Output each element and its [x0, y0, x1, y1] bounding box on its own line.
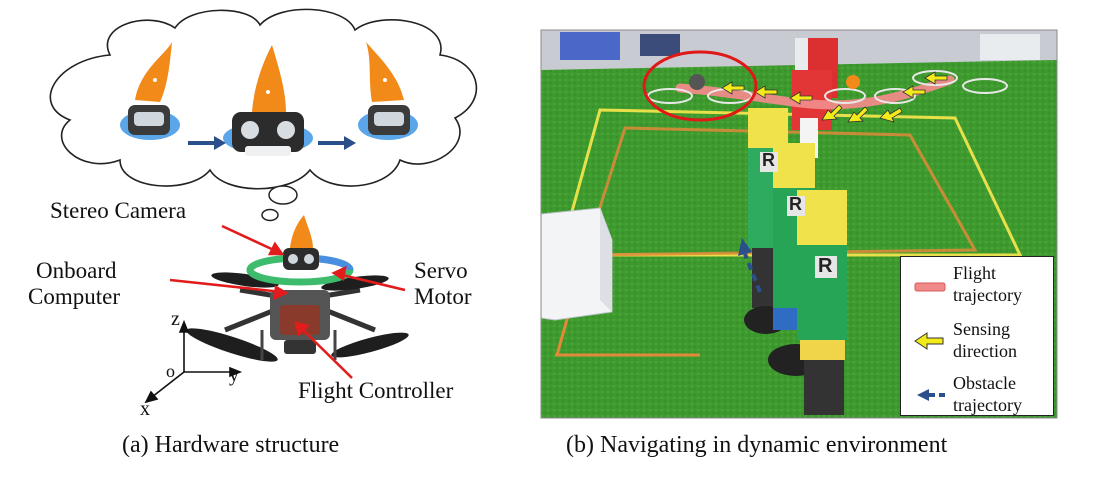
legend-flight-swatch: [914, 282, 946, 292]
pillar-letter-2: R: [789, 194, 802, 214]
yellow-boundary: [558, 108, 1023, 257]
cloud-arrow-right: [318, 136, 356, 150]
label-onboard-computer-line1: Onboard: [36, 258, 117, 283]
pointer-lines: [169, 224, 406, 379]
sensing-arrows: [721, 71, 948, 123]
panel-a-illustration: [49, 8, 478, 404]
label-servo-motor-line1: Servo: [414, 258, 468, 283]
gimbal-pose-center: [223, 45, 313, 156]
legend-obstacle-line2: trajectory: [953, 395, 1022, 415]
label-servo-motor-line2: Motor: [414, 284, 472, 309]
legend: Flight trajectory Sensing direction Obst…: [900, 256, 1054, 416]
gimbal-pose-right: [358, 42, 418, 140]
drone-snapshot-right: [912, 70, 1008, 94]
pillar-letter-1: R: [762, 150, 775, 170]
axis-z-label: z: [171, 308, 180, 330]
axis-origin-label: o: [166, 361, 175, 381]
cloud-arrow-left: [188, 136, 226, 150]
caption-panel-a: (a) Hardware structure: [122, 432, 340, 458]
legend-swatches: [914, 282, 946, 401]
caption-panel-b: (b) Navigating in dynamic environment: [566, 432, 948, 458]
coordinate-axes: [144, 319, 243, 404]
legend-flight-line2: trajectory: [953, 285, 1022, 305]
pillar-letter-3: R: [818, 255, 833, 277]
drone-illustration: [186, 215, 409, 362]
pillar-3: [797, 190, 847, 415]
label-stereo-camera: Stereo Camera: [50, 198, 187, 223]
legend-sensing-swatch: [914, 332, 944, 350]
legend-flight-line1: Flight: [953, 263, 997, 283]
axis-y-label: y: [229, 364, 239, 386]
obstacle-trajectory-arrow: [738, 238, 762, 293]
label-onboard-computer-line2: Computer: [28, 284, 120, 309]
label-flight-controller: Flight Controller: [298, 378, 454, 403]
highlight-circle: [642, 50, 758, 122]
drone-snapshot-mid: [824, 75, 916, 104]
legend-sensing-line1: Sensing: [953, 319, 1011, 339]
legend-obstacle-swatch: [917, 389, 945, 401]
legend-sensing-line2: direction: [953, 341, 1017, 361]
legend-obstacle-line1: Obstacle: [953, 373, 1016, 393]
gimbal-pose-left: [120, 42, 180, 140]
axis-x-label: x: [140, 398, 150, 420]
